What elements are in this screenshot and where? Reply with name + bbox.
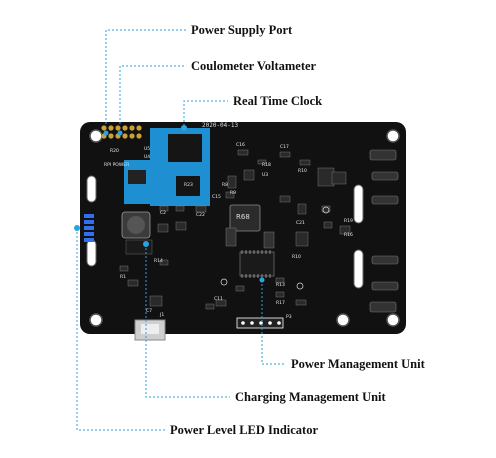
label-real-time-clock: Real Time Clock (233, 94, 323, 108)
slot (353, 184, 364, 224)
svg-text:R9: R9 (230, 190, 236, 196)
mounting-hole (89, 313, 103, 327)
mounting-hole (89, 129, 103, 143)
svg-text:C11: C11 (214, 296, 223, 302)
date-silk: 2020-04-13 (202, 122, 239, 129)
label-coulometer-voltameter: Coulometer Voltameter (191, 59, 317, 73)
pmu-chip (239, 250, 275, 278)
svg-text:C16: C16 (236, 142, 245, 148)
svg-text:P3: P3 (286, 314, 292, 320)
label-power-supply-port: Power Supply Port (191, 23, 293, 37)
anchor-dot (117, 130, 123, 136)
svg-text:U5: U5 (144, 146, 150, 152)
svg-text:R8: R8 (222, 182, 228, 188)
power-level-leds (84, 214, 94, 242)
anchor-dot (103, 130, 109, 136)
pmu-inductor (229, 204, 261, 232)
power-supply-pins (101, 125, 142, 139)
slot (353, 249, 364, 289)
slot (86, 175, 97, 203)
label-charging-management-unit: Charging Management Unit (235, 390, 386, 404)
svg-text:R13: R13 (276, 282, 285, 288)
svg-text:R10: R10 (298, 168, 307, 174)
svg-text:J1: J1 (159, 312, 164, 318)
leader-coulometer (119, 65, 186, 124)
slot (86, 239, 97, 267)
svg-text:R20: R20 (110, 148, 119, 154)
svg-text:C22: C22 (196, 212, 205, 218)
leader-power-supply (105, 29, 186, 124)
leader-charging (145, 244, 230, 398)
svg-text:R17: R17 (276, 300, 285, 306)
mounting-hole (336, 313, 350, 327)
svg-text:R19: R19 (344, 218, 353, 224)
anchor-dot (259, 277, 265, 283)
svg-text:C21: C21 (296, 220, 305, 226)
svg-text:R16: R16 (344, 232, 353, 238)
svg-text:C15: C15 (212, 194, 221, 200)
mounting-hole (386, 313, 400, 327)
pcb-board: R20 U5 U4 C16 R18 C17 R10 U3 C15 R8 R9 R… (80, 122, 406, 341)
label-power-level-led-indicator: Power Level LED Indicator (170, 423, 319, 437)
svg-text:R10: R10 (292, 254, 301, 260)
anchor-dot (74, 225, 80, 231)
anchor-dot (143, 241, 149, 247)
chip-mark: R68 (236, 213, 250, 221)
leader-pmu (261, 280, 286, 365)
svg-text:R1: R1 (120, 274, 126, 280)
svg-text:U3: U3 (262, 172, 268, 178)
label-power-management-unit: Power Management Unit (291, 357, 425, 371)
leader-lines (76, 29, 286, 431)
rpi-power-silk: RPI POWER (104, 162, 129, 168)
mounting-hole (386, 129, 400, 143)
svg-text:R23: R23 (184, 182, 193, 188)
svg-text:C17: C17 (280, 144, 289, 150)
leader-rtc (183, 100, 228, 126)
svg-text:C7: C7 (146, 308, 152, 314)
svg-text:U4: U4 (144, 154, 150, 160)
svg-text:R14: R14 (154, 258, 163, 264)
leader-led (76, 228, 166, 431)
svg-text:C2: C2 (160, 210, 166, 216)
svg-text:R18: R18 (262, 162, 271, 168)
anchor-dot (181, 125, 187, 131)
